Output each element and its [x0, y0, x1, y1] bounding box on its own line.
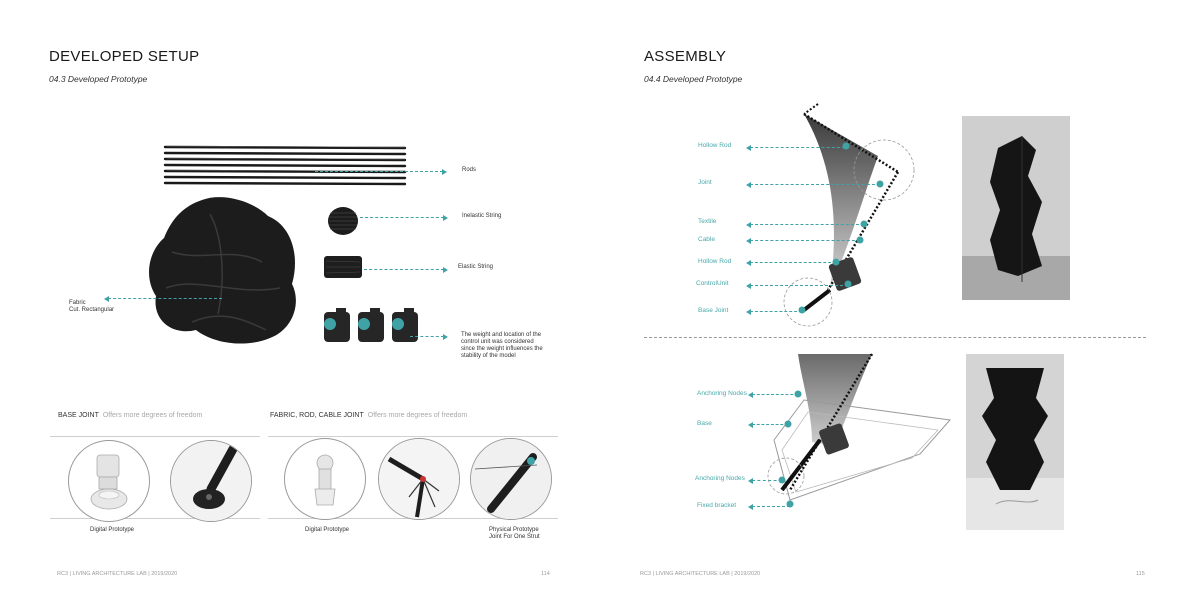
control-note-line-3: since the weight influences the [461, 346, 543, 352]
base-joint-digital-model [90, 454, 128, 510]
left-page-title: DEVELOPED SETUP [49, 48, 200, 65]
fabric-joint-physical-circle-2 [470, 438, 552, 520]
arrow-control-unit [746, 282, 848, 289]
arrow-anchoring-nodes-1 [748, 391, 798, 398]
rods-image [163, 145, 407, 186]
right-page-number: 115 [1136, 571, 1145, 577]
right-page-title: ASSEMBLY [644, 48, 727, 65]
fabric-joint-digital-circle [284, 438, 366, 520]
fabric-label: Fabric [69, 300, 86, 306]
inelastic-arrow [360, 214, 448, 221]
label-cable: Cable [698, 236, 715, 243]
label-base-joint: Base Joint [698, 307, 729, 314]
control-note-line-2: control unit was considered [461, 339, 534, 345]
left-page-number: 114 [541, 571, 550, 577]
label-control-unit: ControlUnit [696, 280, 729, 287]
rods-label: Rods [462, 167, 477, 173]
assembly-top-diagram [783, 103, 915, 327]
assembly-top-photo-art [962, 116, 1070, 300]
fabric-joint-physical-caption-2: Joint For One Strut [489, 534, 540, 540]
fabric-joint-physical-photo-1 [379, 439, 459, 519]
inelastic-string-label: Inelastic String [462, 213, 502, 219]
fabric-joint-physical-caption-1: Physical Prototype [489, 527, 539, 533]
assembly-bottom-diagram [767, 353, 951, 508]
label-fixed-bracket: Fixed bracket [697, 502, 737, 509]
arrow-cable [746, 237, 860, 244]
control-note-line-4: stability of the model [461, 353, 516, 359]
elastic-string-bundle [324, 256, 362, 278]
fabric-joint-title: FABRIC, ROD, CABLE JOINT [270, 412, 364, 419]
arrow-fixed-bracket [748, 503, 790, 510]
fabric-image [149, 197, 296, 344]
base-joint-note: Offers more degrees of freedom [102, 412, 203, 419]
base-joint-line-top [50, 436, 260, 437]
control-note-line-1: The weight and location of the [461, 332, 542, 338]
base-joint-digital-circle [68, 440, 150, 522]
base-joint-physical-circle [170, 440, 252, 522]
arrow-hollow-rod-2 [746, 259, 836, 266]
arrow-anchoring-nodes-2 [748, 477, 782, 484]
inelastic-string-spool [328, 207, 358, 235]
base-joint-title: BASE JOINT [58, 412, 99, 419]
arrow-base-joint [746, 308, 802, 315]
assembly-divider [644, 337, 1146, 338]
elastic-string-label: Elastic String [458, 264, 494, 270]
base-joint-physical-photo [171, 441, 251, 521]
fabric-joint-note: Offers more degrees of freedom [367, 412, 468, 419]
label-hollow-rod-2: Hollow Rod [698, 258, 732, 265]
base-joint-line-bottom [50, 518, 260, 519]
control-unit-arrow [410, 333, 448, 340]
arrow-base [748, 421, 788, 428]
fabric-joint-digital-model [314, 454, 336, 506]
arrow-hollow-rod-1 [746, 144, 845, 151]
fabric-joint-physical-circle-1 [378, 438, 460, 520]
arrow-joint [746, 181, 880, 188]
fabric-joint-physical-photo-2 [471, 439, 551, 519]
label-anchoring-nodes-1: Anchoring Nodes [697, 390, 747, 397]
rods-arrow [315, 168, 447, 175]
right-footer: RC3 | LIVING ARCHITECTURE LAB | 2019/202… [640, 571, 761, 577]
right-page-subtitle: 04.4 Developed Prototype [644, 74, 743, 84]
control-units-image [324, 308, 418, 342]
fabric-joint-digital-caption: Digital Prototype [305, 527, 350, 533]
fabric-joint-line-top [268, 436, 558, 437]
label-anchoring-nodes-2: Anchoring Nodes [695, 475, 745, 482]
label-hollow-rod-1: Hollow Rod [698, 142, 732, 149]
label-textile: Textile [698, 218, 717, 225]
elastic-arrow [364, 266, 448, 273]
left-footer: RC3 | LIVING ARCHITECTURE LAB | 2019/202… [57, 571, 178, 577]
assembly-bottom-photo-art [966, 354, 1064, 530]
label-joint: Joint [698, 179, 712, 186]
base-joint-caption: Digital Prototype [90, 527, 135, 533]
arrow-textile [746, 221, 864, 228]
left-page-subtitle: 04.3 Developed Prototype [49, 74, 148, 84]
label-base: Base [697, 420, 712, 427]
fabric-label-2: Cut. Rectangular [69, 307, 115, 313]
assembly-top-photo [962, 116, 1070, 300]
fabric-arrow [104, 295, 222, 302]
assembly-bottom-photo [966, 354, 1064, 530]
